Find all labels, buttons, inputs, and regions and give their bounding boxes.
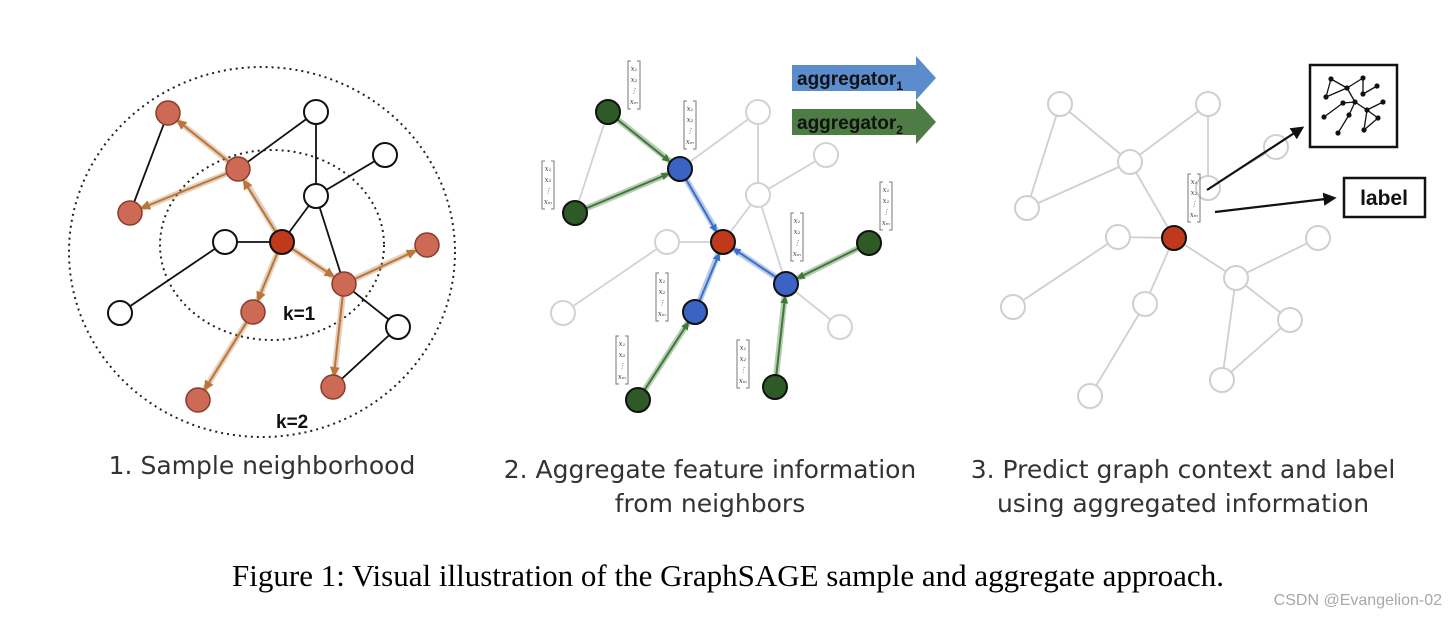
label-arrow	[1214, 192, 1337, 214]
figure-caption: Figure 1: Visual illustration of the Gra…	[232, 558, 1224, 593]
panel1-unsampled-nodes	[107, 99, 411, 340]
panel2-caption-line1: 2. Aggregate feature information	[504, 455, 917, 484]
panel2-hop1-nodes	[667, 156, 799, 325]
panel3-nodes	[1000, 91, 1331, 409]
panel2-faded-nodes	[550, 99, 853, 340]
graphsage-figure: x₁ x₂ ⋮ xₘ	[68, 56, 1427, 518]
k2-label: k=2	[276, 412, 308, 433]
aggregator2-arrow: aggregator2	[792, 100, 936, 144]
panel2-hop2-nodes	[562, 99, 882, 413]
panel1-target-node	[269, 229, 295, 255]
k1-boundary	[159, 149, 385, 341]
aggregator1-subscript: 1	[896, 79, 903, 93]
k1-label: k=1	[283, 304, 316, 325]
aggregator2-subscript: 2	[896, 123, 903, 137]
panel-aggregate: aggregator1 aggregator2 2. Aggregate fea…	[504, 56, 936, 518]
aggregator1-arrow: aggregator1	[792, 56, 936, 100]
panel2-target-node	[710, 229, 736, 255]
panel-sample-neighborhood: k=1 k=2 1. Sample neighborhood	[68, 66, 456, 480]
watermark: CSDN @Evangelion-02	[1273, 592, 1442, 609]
aggregator1-label: aggregator	[797, 69, 897, 90]
panel-predict: label 3. Predict graph context and label…	[971, 63, 1427, 518]
k2-boundary	[68, 66, 456, 438]
label-box	[1342, 176, 1427, 219]
label-box-text: label	[1360, 187, 1408, 210]
panel1-sampled-nodes	[117, 100, 440, 413]
panel3-target-node	[1161, 225, 1187, 251]
context-arrow	[1206, 126, 1305, 191]
svg-text:aggregator1: aggregator1	[797, 69, 903, 93]
panel1-caption: 1. Sample neighborhood	[109, 451, 416, 480]
graph-context-icon	[1308, 63, 1399, 149]
aggregator2-label: aggregator	[797, 113, 897, 134]
panel1-edges	[119, 111, 399, 388]
panel3-caption-line2: using aggregated information	[997, 489, 1369, 518]
panel2-caption-line2: from neighbors	[615, 489, 805, 518]
svg-text:aggregator2: aggregator2	[797, 113, 903, 137]
panel3-caption-line1: 3. Predict graph context and label	[971, 455, 1396, 484]
panel2-agg2-edges	[574, 111, 870, 401]
